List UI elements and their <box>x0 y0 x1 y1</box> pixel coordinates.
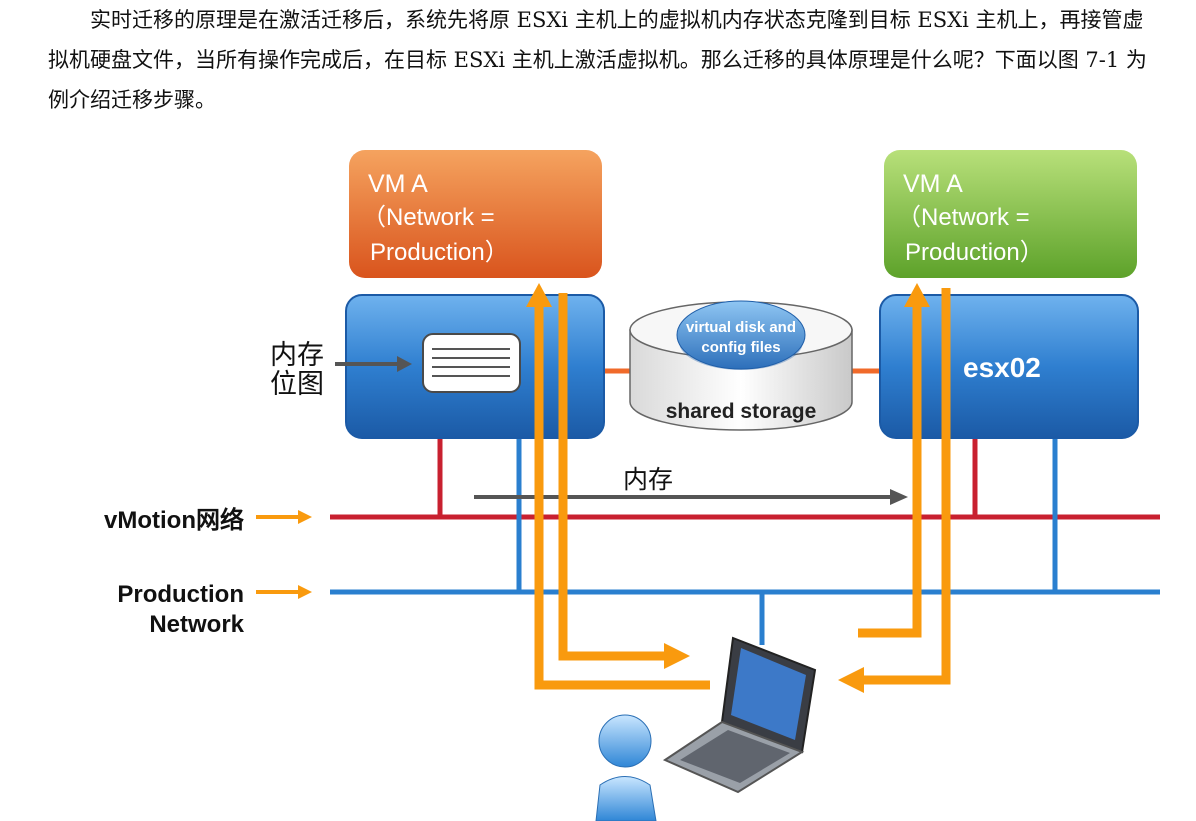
migration-arrows <box>534 288 951 690</box>
memory-bitmap-label-line1: 内存 <box>270 340 324 370</box>
vm-source-network: （Network = <box>362 204 495 231</box>
memory-bitmap-label-line2: 位图 <box>270 369 324 399</box>
source-uplink-arrow <box>534 305 710 690</box>
storage-label: shared storage <box>666 400 817 423</box>
vmotion-network-arrow <box>256 510 312 524</box>
memory-bitmap-icon <box>422 333 521 393</box>
shared-storage-icon: virtual disk and config files shared sto… <box>629 300 853 431</box>
vm-source-name: VM A <box>368 170 428 198</box>
migration-arrowheads <box>526 283 930 693</box>
laptop-icon <box>662 636 817 794</box>
vm-target-name: VM A <box>903 170 963 198</box>
host-target-label: esx02 <box>963 352 1041 383</box>
production-network-label-line1: Production <box>117 581 244 608</box>
storage-disk-label-1: virtual disk and <box>686 319 796 336</box>
vm-target-network: （Network = <box>897 204 1030 231</box>
vm-source-network-value: Production） <box>370 239 509 266</box>
target-uplink-arrow <box>858 305 922 638</box>
user-icon <box>595 714 657 821</box>
target-downlink-arrow <box>862 288 951 685</box>
memory-bitmap-pointer <box>335 356 412 372</box>
vm-target-network-value: Production） <box>905 239 1044 266</box>
intro-paragraph: 实时迁移的原理是在激活迁移后，系统先将原 ESXi 主机上的虚拟机内存状态克隆到… <box>48 8 1147 112</box>
memory-transfer-label: 内存 <box>623 466 673 494</box>
storage-disk-label-2: config files <box>701 339 780 356</box>
vm-box-source: VM A （Network = Production） <box>349 150 602 278</box>
vmotion-network-label: vMotion网络 <box>104 506 244 534</box>
vm-box-target: VM A （Network = Production） <box>884 150 1137 278</box>
source-downlink-arrow <box>558 293 666 661</box>
production-network-arrow <box>256 585 312 599</box>
production-network-label-line2: Network <box>149 611 244 638</box>
